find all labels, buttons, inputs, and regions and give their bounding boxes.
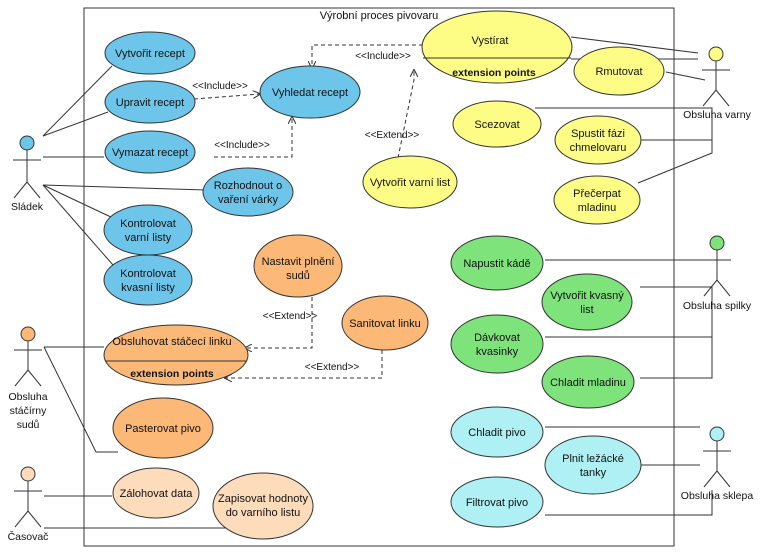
actor-obsluha-spilky[interactable] xyxy=(703,235,731,297)
svg-text:Vystírat: Vystírat xyxy=(472,35,509,47)
usecase-chladit-pivo[interactable]: Chladit pivo xyxy=(450,406,544,458)
svg-text:extension points: extension points xyxy=(130,368,214,380)
svg-text:Kontrolovat: Kontrolovat xyxy=(120,218,176,230)
usecase-napustit-kade[interactable]: Napustit kádě xyxy=(450,235,544,291)
actor-stacirna-label-3: sudů xyxy=(17,419,40,431)
usecase-davkovat-kvasinky[interactable]: Dávkovat kvasinky xyxy=(450,314,544,374)
svg-text:Sanitovat linku: Sanitovat linku xyxy=(349,318,421,330)
svg-text:Kontrolovat: Kontrolovat xyxy=(120,268,176,280)
svg-text:Zálohovat data: Zálohovat data xyxy=(120,488,194,500)
usecase-zalohovat-data[interactable]: Zálohovat data xyxy=(112,467,200,519)
svg-text:Rmutovat: Rmutovat xyxy=(595,66,642,78)
svg-text:kvasní listy: kvasní listy xyxy=(121,282,175,294)
svg-text:Filtrovat pivo: Filtrovat pivo xyxy=(466,497,528,509)
svg-text:Scezovat: Scezovat xyxy=(474,119,519,131)
usecase-vyhledat-recept[interactable]: Vyhledat recept xyxy=(259,65,361,119)
svg-text:Vyhledat recept: Vyhledat recept xyxy=(272,87,348,99)
actor-stacirna-label-1: Obsluha xyxy=(8,391,47,403)
usecase-kontrolovat-kvasni-listy[interactable]: Kontrolovat kvasní listy xyxy=(103,254,193,306)
usecase-precerpat-mladinu[interactable]: Přečerpat mladinu xyxy=(553,175,641,225)
associations xyxy=(42,36,713,529)
svg-text:Plnit ležácké: Plnit ležácké xyxy=(562,453,624,465)
svg-text:kvasinky: kvasinky xyxy=(476,346,519,358)
svg-text:do varního listu: do varního listu xyxy=(226,507,301,519)
actor-varna-label: Obsluha varny xyxy=(683,109,751,121)
actor-obsluha-varny[interactable] xyxy=(702,46,730,107)
usecase-kontrolovat-varni-listy[interactable]: Kontrolovat varní listy xyxy=(103,204,193,256)
actor-casovac[interactable] xyxy=(14,466,42,528)
svg-text:Zapisovat hodnoty: Zapisovat hodnoty xyxy=(218,493,308,505)
svg-text:Vymazat recept: Vymazat recept xyxy=(112,147,188,159)
usecase-scezovat[interactable]: Scezovat xyxy=(452,100,542,148)
usecase-vymazat-recept[interactable]: Vymazat recept xyxy=(104,130,196,174)
actor-casovac-label: Časovač xyxy=(8,530,49,543)
svg-text:tanky: tanky xyxy=(580,467,607,479)
svg-text:Nastavit plnění: Nastavit plnění xyxy=(262,256,335,268)
usecase-nastavit-plneni-sudu[interactable]: Nastavit plnění sudů xyxy=(253,234,343,298)
actor-spilka-label: Obsluha spilky xyxy=(683,300,752,312)
include-label-2: <<Include>> xyxy=(214,140,270,151)
svg-text:Upravit recept: Upravit recept xyxy=(116,97,184,109)
include-label-3: <<Include>> xyxy=(355,51,411,62)
svg-text:Pasterovat pivo: Pasterovat pivo xyxy=(125,423,201,435)
include-label-1: <<Include>> xyxy=(192,81,248,92)
svg-text:Rozhodnout o: Rozhodnout o xyxy=(214,180,283,192)
usecase-rozhodnout[interactable]: Rozhodnout o vaření várky xyxy=(202,167,294,217)
actor-obsluha-stacirny[interactable] xyxy=(14,326,42,387)
svg-text:Napustit kádě: Napustit kádě xyxy=(463,258,530,270)
actor-sladek-label: Sládek xyxy=(11,201,44,213)
svg-text:Dávkovat: Dávkovat xyxy=(474,332,520,344)
svg-text:mladinu: mladinu xyxy=(578,202,617,214)
usecase-rmutovat[interactable]: Rmutovat xyxy=(573,46,665,96)
actor-obsluha-sklepa[interactable] xyxy=(703,426,731,488)
usecase-vystirat[interactable]: Vystírat extension points xyxy=(421,10,573,84)
usecase-upravit-recept[interactable]: Upravit recept xyxy=(104,80,196,124)
usecase-spustit-chmelovar[interactable]: Spustit fázi chmelovaru xyxy=(554,115,642,165)
actor-sladek[interactable] xyxy=(13,135,41,199)
extend-label-2: <<Extend>> xyxy=(263,311,318,322)
usecase-zapisovat-hodnoty[interactable]: Zapisovat hodnoty do varního listu xyxy=(212,472,314,540)
usecase-chladit-mladinu[interactable]: Chladit mladinu xyxy=(541,355,635,409)
usecase-filtrovat-pivo[interactable]: Filtrovat pivo xyxy=(450,476,544,528)
svg-text:list: list xyxy=(580,304,593,316)
svg-text:Obsluhovat stáčecí linku: Obsluhovat stáčecí linku xyxy=(112,336,231,348)
actor-sklep-label: Obsluha sklepa xyxy=(681,490,754,502)
svg-text:Spustit fázi: Spustit fázi xyxy=(571,128,625,140)
actor-stacirna-label-2: stáčírny xyxy=(10,405,48,417)
svg-text:Vytvořit varní list: Vytvořit varní list xyxy=(370,177,450,189)
system-title: Výrobní proces pivovaru xyxy=(320,10,439,22)
usecase-obsluhovat-stacecí-linku[interactable]: Obsluhovat stáčecí linku extension point… xyxy=(103,324,249,386)
usecase-vytvorit-recept[interactable]: Vytvořit recept xyxy=(104,31,196,75)
dependencies xyxy=(193,44,423,378)
svg-text:vaření várky: vaření várky xyxy=(218,194,278,206)
svg-text:Chladit pivo: Chladit pivo xyxy=(468,427,525,439)
usecase-sanitovat-linku[interactable]: Sanitovat linku xyxy=(341,295,429,351)
svg-text:chmelovaru: chmelovaru xyxy=(570,142,627,154)
svg-text:extension points: extension points xyxy=(452,67,536,79)
usecase-pasterovat-pivo[interactable]: Pasterovat pivo xyxy=(112,397,214,459)
extend-label-1: <<Extend>> xyxy=(365,130,420,141)
svg-text:Vytvořit recept: Vytvořit recept xyxy=(115,48,185,60)
svg-text:Chladit mladinu: Chladit mladinu xyxy=(550,377,626,389)
extend-label-3: <<Extend>> xyxy=(305,362,360,373)
svg-text:Přečerpat: Přečerpat xyxy=(573,188,621,200)
svg-text:varní listy: varní listy xyxy=(125,232,172,244)
usecase-vytvorit-varni-list[interactable]: Vytvořit varní list xyxy=(362,155,458,209)
usecase-plnit-lezacke-tanky[interactable]: Plnit ležácké tanky xyxy=(544,435,642,495)
svg-text:sudů: sudů xyxy=(286,270,310,282)
usecase-vytvorit-kvasny-list[interactable]: Vytvořit kvasný list xyxy=(541,273,633,331)
svg-text:Vytvořit kvasný: Vytvořit kvasný xyxy=(550,290,624,302)
